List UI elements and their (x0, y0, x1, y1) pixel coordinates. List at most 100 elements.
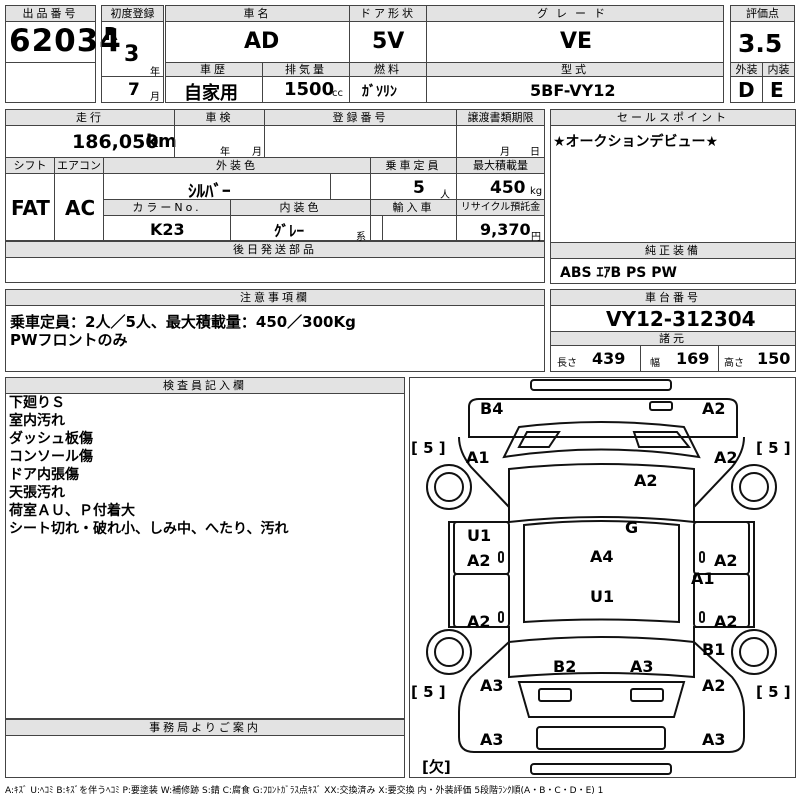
mileage-label: 走行 (5, 109, 175, 126)
reg-era: R (104, 24, 118, 45)
model-cell (426, 76, 724, 103)
reg-year: 3 (124, 42, 140, 67)
ac-label: エアコン (54, 157, 104, 174)
car-diagram (426, 379, 777, 775)
recycle-label: リサイクル預託金 (456, 199, 545, 216)
colorno-label: カラーNo. (103, 199, 231, 216)
inspector-line: 天張汚れ (9, 485, 65, 501)
lot-number: 62034 (9, 23, 122, 59)
ac: AC (65, 196, 96, 220)
damage-mark: B2 (553, 657, 577, 676)
history-label: 車歴 (165, 62, 263, 77)
damage-mark: U1 (467, 526, 492, 545)
lot-lower-cell (5, 62, 96, 103)
score-label: 評価点 (730, 5, 795, 22)
door-type: 5V (372, 29, 405, 54)
reg-month: 7 (128, 80, 140, 100)
load: 450 (490, 178, 526, 198)
damage-mark: A2 (467, 612, 491, 631)
grade: VE (560, 29, 593, 54)
hgt-label: 高さ (724, 358, 744, 369)
later-cell (5, 257, 545, 283)
inspector-line: ドア内張傷 (9, 467, 79, 483)
int-cell (762, 76, 795, 103)
fuel-label: 燃料 (349, 62, 427, 77)
fuel: ｶﾞｿﾘﾝ (362, 84, 397, 100)
import-label: 輸入車 (370, 199, 457, 216)
load-label: 最大積載量 (456, 157, 545, 174)
name-label: 車名 (165, 5, 350, 22)
sales-label: セールスポイント (550, 109, 796, 126)
inspector-cell (5, 393, 405, 719)
mileage-unit: km (146, 131, 177, 152)
dims-div-2 (718, 345, 719, 372)
damage-mark: A2 (702, 676, 726, 695)
spare-tire-mark: [欠] (422, 758, 451, 776)
tire-mark: [ 5 ] (756, 439, 791, 457)
legend: A:ｷｽﾞ U:ﾍｺﾐ B:ｷｽﾞを伴うﾍｺﾐ P:要塗装 W:補修跡 S:錆 … (5, 786, 604, 796)
color-extra-cell (330, 173, 371, 200)
damage-mark: A2 (714, 551, 738, 570)
office-label: 事務局よりご案内 (5, 719, 405, 736)
import-cell (370, 215, 457, 241)
capacity-label: 乗車定員 (370, 157, 457, 174)
capacity-unit: 人 (440, 190, 450, 201)
reg-month-cell (101, 76, 164, 103)
ext-grade: D (738, 78, 755, 102)
notes-cell (5, 305, 545, 372)
wid-label: 幅 (650, 358, 660, 369)
damage-mark: A3 (480, 730, 504, 749)
damage-mark: A2 (467, 551, 491, 570)
color-label: 外装色 (103, 157, 371, 174)
damage-mark: A2 (714, 448, 738, 467)
model-label: 型式 (426, 62, 724, 77)
car-diagram-frame (409, 377, 796, 778)
inspector-line: ダッシュ板傷 (9, 431, 93, 447)
damage-mark: U1 (590, 587, 615, 606)
car-name: AD (244, 29, 280, 54)
lot-label: 出品番号 (5, 5, 96, 22)
later-label: 後日発送部品 (5, 241, 545, 258)
chassis-number: VY12-312304 (606, 307, 756, 331)
transfer-month-unit: 月 (500, 147, 510, 158)
chassis-label: 車台番号 (550, 289, 796, 306)
disp-unit: cc (332, 88, 343, 99)
tire-mark: [ 5 ] (411, 683, 446, 701)
width: 169 (676, 349, 710, 368)
colorno: K23 (150, 220, 185, 239)
insp-year-unit: 年 (220, 147, 230, 158)
reg-year-unit: 年 (150, 67, 160, 78)
damage-mark: G (625, 518, 639, 537)
damage-mark: A1 (691, 569, 715, 588)
inspector-label: 検査員記入欄 (5, 377, 405, 394)
shift: FAT (11, 196, 50, 220)
damage-mark: A3 (702, 730, 726, 749)
notes-line-2: PWフロントのみ (10, 331, 128, 349)
reg-label: 初度登録 (101, 5, 164, 22)
capacity: 5 (413, 178, 425, 198)
load-unit: kg (530, 186, 543, 197)
inspection-label: 車検 (174, 109, 265, 126)
damage-mark: B4 (480, 399, 504, 418)
notes-line-1: 乗車定員：2人／5人、最大積載量：450／300Kg (10, 313, 356, 331)
shift-label: シフト (5, 157, 55, 174)
office-cell (5, 735, 405, 778)
equipment: ABS ｴｱB PS PW (560, 265, 677, 281)
inspector-line: 室内汚れ (9, 413, 65, 429)
reg-month-unit: 月 (150, 92, 160, 103)
insp-month-unit: 月 (252, 147, 262, 158)
displacement: 1500 (284, 79, 335, 100)
damage-mark: B1 (702, 640, 726, 659)
ext-label: 外装 (730, 62, 763, 77)
damage-mark: A1 (466, 448, 490, 467)
recycle-cell (456, 215, 545, 241)
len-label: 長さ (557, 358, 577, 369)
height: 150 (757, 349, 791, 368)
transfer-label: 譲渡書類期限 (456, 109, 545, 126)
interior-unit: 系 (356, 232, 366, 243)
dims-label: 諸元 (550, 331, 796, 346)
inspector-notes: 下廻りＳ 室内汚れ ダッシュ板傷 コンソール傷 ドア内張傷 天張汚れ 荷室ＡＵ、… (9, 394, 288, 538)
int-label: 内装 (762, 62, 795, 77)
model: 5BF-VY12 (530, 81, 616, 100)
interior-color: ｸﾞﾚｰ (274, 222, 305, 240)
